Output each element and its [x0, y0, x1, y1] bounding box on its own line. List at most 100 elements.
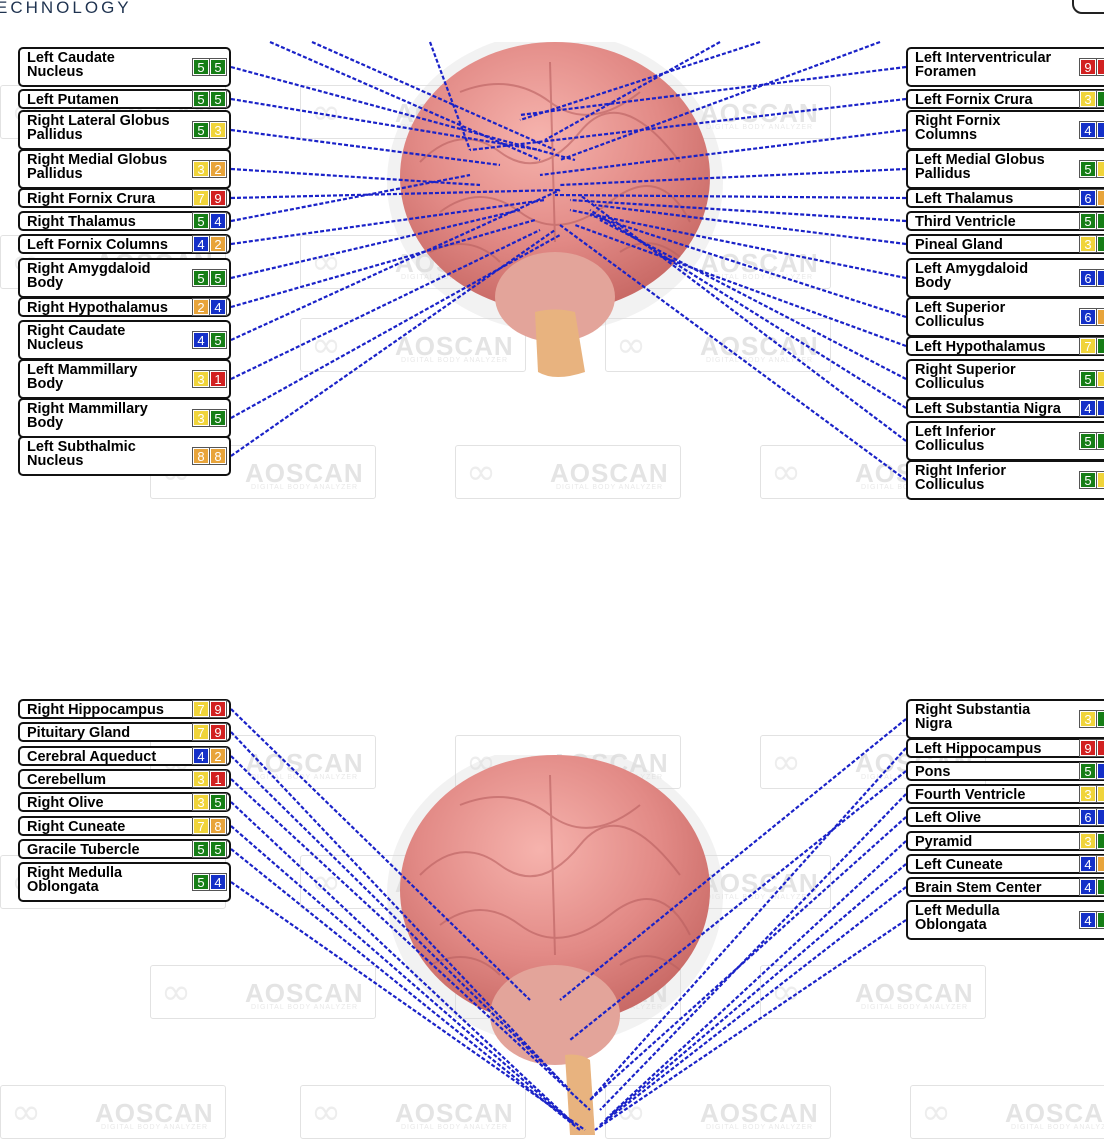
structure-name-line: Right Superior	[915, 362, 1016, 378]
leader-line	[269, 40, 541, 162]
infinity-logo-icon: ∞	[771, 452, 801, 493]
structure-name-line: Left Subthalmic	[27, 439, 136, 455]
structure-name-line: Pituitary Gland	[27, 725, 131, 741]
score-badge	[1096, 90, 1104, 108]
structure-name-line: Right Medial Globus	[27, 152, 168, 168]
score-badge: 5	[192, 873, 210, 891]
leader-line	[230, 167, 481, 187]
leader-line	[599, 219, 907, 380]
structure-name: Right Thalamus	[27, 214, 185, 230]
structure-name-line: Right Hippocampus	[27, 702, 164, 718]
structure-name-line: Columns	[915, 127, 978, 143]
leader-line	[569, 208, 907, 280]
structure-name-line: Body	[27, 275, 64, 291]
score-badge: 9	[209, 189, 227, 207]
score-badge: 5	[192, 121, 210, 139]
score-badge	[1096, 337, 1104, 355]
structure-name: Left Cuneate	[915, 857, 1080, 873]
leader-line	[230, 173, 471, 223]
structure-name-line: Nucleus	[27, 64, 84, 80]
score-badge: 5	[192, 269, 210, 287]
infinity-logo-icon: ∞	[921, 1092, 951, 1133]
score-badge: 5	[192, 212, 210, 230]
structure-name: Left Hypothalamus	[915, 339, 1080, 355]
leader-line	[559, 167, 907, 187]
structure-name-line: Colliculus	[915, 438, 985, 454]
score-badge: 5	[1079, 471, 1097, 489]
corner-button[interactable]	[1072, 0, 1104, 14]
score-badge: 3	[1079, 90, 1097, 108]
score-badge: 2	[192, 298, 210, 316]
structure-name-line: Body	[27, 415, 64, 431]
watermark-brand: AOSCAN	[700, 331, 819, 361]
infinity-logo-icon: ∞	[311, 1092, 341, 1133]
leader-line	[574, 223, 907, 348]
score-badges: 4	[1079, 399, 1104, 417]
structure-name-line: Left Hypothalamus	[915, 339, 1046, 355]
watermark-subtitle: DIGITAL BODY ANALYZER	[706, 357, 814, 364]
structure-name-line: Colliculus	[915, 376, 985, 392]
leader-line	[559, 40, 881, 162]
infinity-logo-icon: ∞	[616, 325, 646, 366]
score-badge: 6	[1079, 269, 1097, 287]
structure-name: Pons	[915, 764, 1080, 780]
score-badges: 9	[1079, 739, 1104, 757]
